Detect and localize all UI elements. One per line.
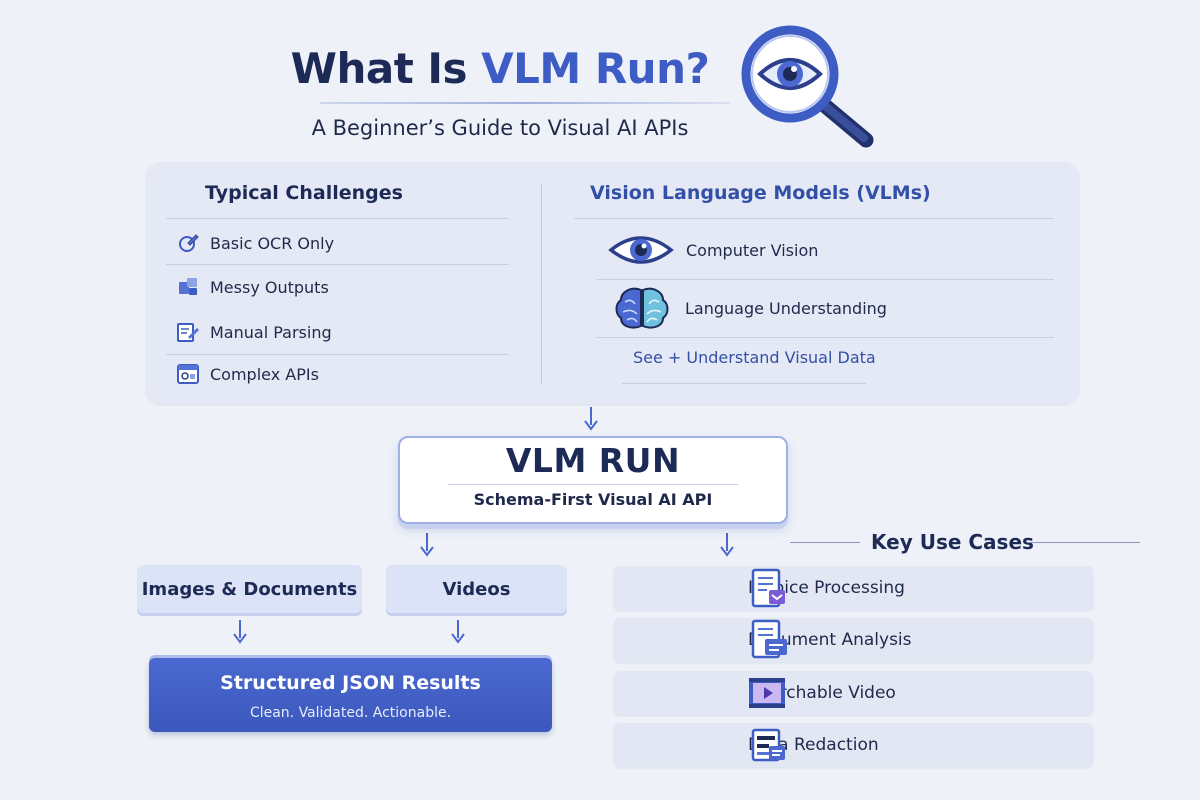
- use-case-card: Document Analysis: [614, 618, 1093, 662]
- challenges-divider: [166, 218, 509, 219]
- use-cases-rule-left: [790, 542, 860, 543]
- vlm-run-divider: [448, 484, 738, 485]
- use-case-card: Data Redaction: [614, 723, 1093, 767]
- vlm-summary: See + Understand Visual Data: [633, 348, 876, 367]
- page-title: What Is VLM Run?: [0, 44, 1000, 93]
- flow-arrow: [233, 620, 247, 644]
- vlm-divider: [596, 279, 1054, 280]
- images-documents-box: Images & Documents: [137, 565, 362, 613]
- challenge-label: Manual Parsing: [210, 322, 332, 342]
- use-case-card: Searchable Video: [614, 671, 1093, 715]
- challenges-divider: [166, 354, 509, 355]
- challenge-label: Messy Outputs: [210, 277, 329, 297]
- use-case-card: Invoice Processing: [614, 566, 1093, 610]
- vlm-run-tagline: Schema-First Visual AI API: [473, 490, 713, 509]
- json-results-subtitle: Clean. Validated. Actionable.: [249, 705, 452, 721]
- vlm-item: Computer Vision: [608, 225, 818, 275]
- challenge-item: Basic OCR Only: [176, 230, 334, 256]
- videos-box: Videos: [386, 565, 567, 613]
- challenge-item: Manual Parsing: [176, 319, 332, 345]
- problem-vs-vlm-panel: [146, 162, 1079, 404]
- use-case-label: Document Analysis: [748, 630, 912, 650]
- title-underline: [320, 102, 730, 104]
- brain-icon: [615, 287, 669, 329]
- use-cases-heading: Key Use Cases: [871, 530, 1034, 554]
- redaction-icon: [751, 728, 785, 762]
- document-analysis-icon: [751, 619, 787, 659]
- challenge-label: Complex APIs: [210, 364, 319, 384]
- title-prefix: What Is: [290, 44, 482, 93]
- json-results-box: [149, 658, 552, 732]
- flow-arrow: [420, 533, 434, 557]
- page-subtitle: A Beginner’s Guide to Visual AI APIs: [311, 116, 689, 140]
- vlm-divider: [596, 337, 1054, 338]
- vlm-summary-underline: [622, 383, 866, 384]
- json-results-title: Structured JSON Results: [220, 672, 481, 694]
- vlm-label: Computer Vision: [686, 240, 819, 260]
- challenge-item: Messy Outputs: [176, 274, 329, 300]
- edit-document-icon: [177, 323, 199, 342]
- vlm-run-box: [398, 436, 788, 524]
- pen-icon: [179, 234, 199, 252]
- challenges-divider: [166, 264, 509, 265]
- challenge-label: Basic OCR Only: [210, 233, 335, 253]
- api-window-icon: [177, 364, 199, 384]
- use-case-label: Invoice Processing: [748, 578, 905, 598]
- flow-arrow: [720, 533, 734, 557]
- vlm-label: Language Understanding: [685, 298, 887, 318]
- use-cases-rule-right: [1027, 542, 1140, 543]
- panel-divider: [541, 184, 542, 384]
- eye-icon: [608, 236, 674, 264]
- challenges-heading: Typical Challenges: [205, 182, 403, 204]
- vlm-divider: [574, 218, 1054, 219]
- magnifying-glass-icon: [741, 25, 874, 148]
- vlm-run-title: VLM RUN: [505, 441, 681, 480]
- title-accent: VLM Run?: [481, 44, 710, 93]
- flow-arrow: [451, 620, 465, 644]
- vlm-item: Language Understanding: [613, 283, 887, 333]
- invoice-icon: [751, 568, 785, 608]
- vlm-heading: Vision Language Models (VLMs): [590, 182, 931, 204]
- flow-arrow: [584, 407, 598, 431]
- video-icon: [749, 678, 785, 708]
- puzzle-icon: [179, 278, 197, 295]
- challenge-item: Complex APIs: [176, 361, 319, 387]
